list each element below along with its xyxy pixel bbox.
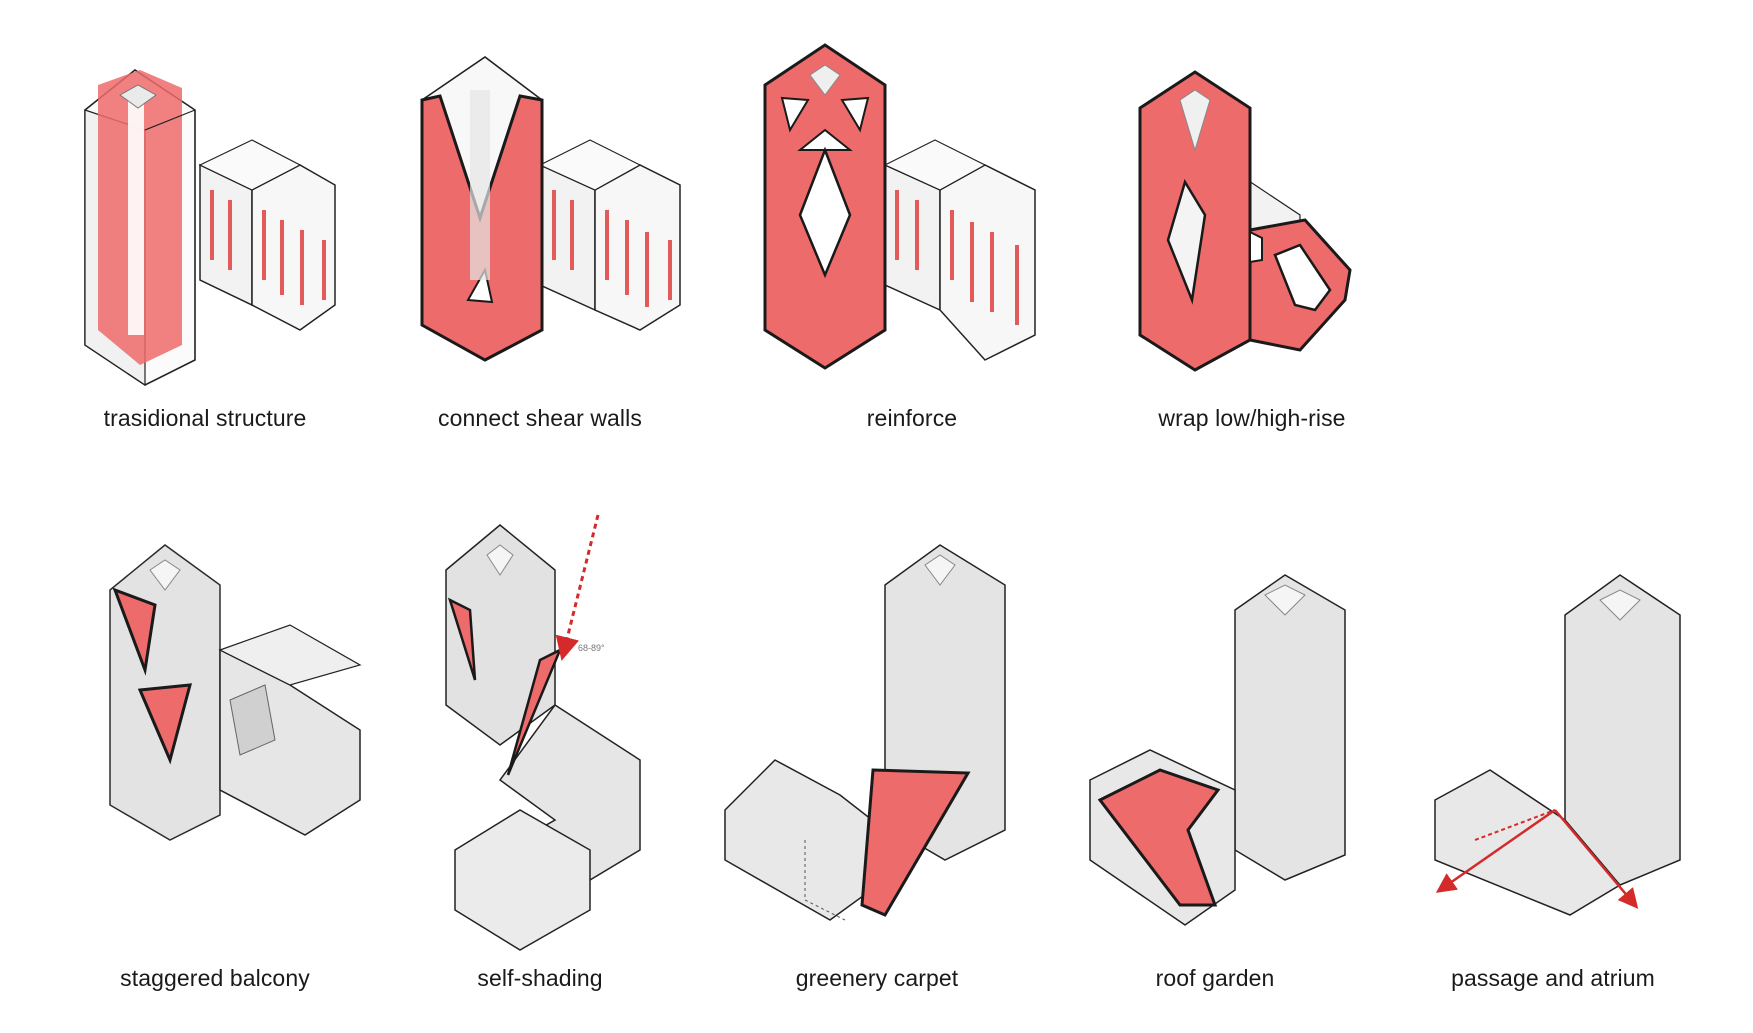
- caption-staggered-balcony: staggered balcony: [120, 965, 310, 991]
- caption-greenery-carpet: greenery carpet: [795, 965, 959, 991]
- caption-trasidional-structure: trasidional structure: [103, 405, 307, 431]
- caption-passage-and-atrium: passage and atrium: [1451, 965, 1655, 991]
- diagram-roof-garden: [1089, 574, 1346, 926]
- caption-roof-garden: roof garden: [1155, 965, 1275, 991]
- diagram-wrap-low-high-rise: [1138, 70, 1352, 372]
- caption-reinforce: reinforce: [866, 405, 958, 431]
- diagram-staggered-balcony: [109, 544, 362, 841]
- diagram-reinforce: [763, 43, 1036, 370]
- caption-wrap-low-high-rise: wrap low/high-rise: [1158, 405, 1346, 431]
- caption-connect-shear-walls: connect shear walls: [438, 405, 642, 431]
- diagram-greenery-carpet: [724, 544, 1006, 921]
- diagram-trasidional-structure: [84, 69, 336, 387]
- caption-self-shading: self-shading: [477, 965, 603, 991]
- diagram-passage-and-atrium: [1434, 574, 1681, 916]
- diagram-connect-shear-walls: [420, 56, 681, 362]
- diagram-self-shading: 68-89°: [445, 514, 641, 951]
- sun-angle-annotation: 68-89°: [578, 643, 605, 653]
